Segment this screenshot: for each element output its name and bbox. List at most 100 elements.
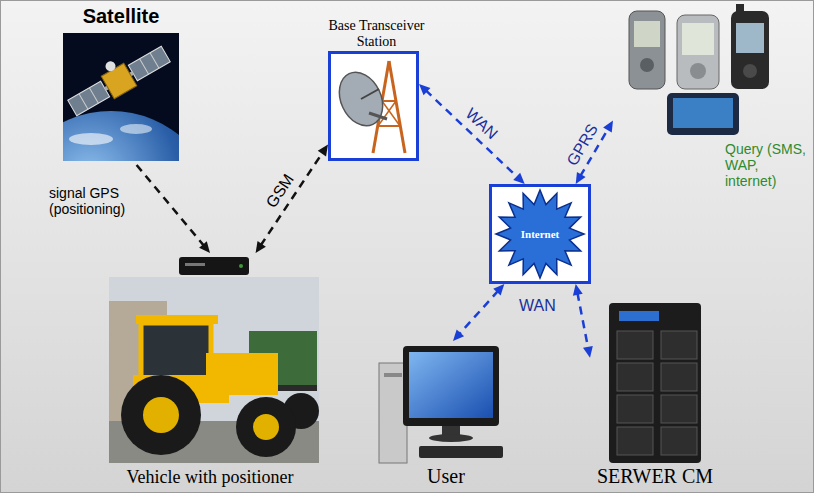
illustration-part bbox=[369, 113, 387, 119]
arrow-head bbox=[318, 145, 328, 157]
illustration-part bbox=[419, 446, 503, 458]
illustration-part bbox=[253, 414, 279, 440]
arrow-head bbox=[513, 173, 524, 184]
illustration-part bbox=[609, 303, 701, 463]
dashed-connector bbox=[137, 165, 205, 246]
illustration-part bbox=[63, 35, 172, 119]
illustration-part bbox=[736, 23, 764, 53]
illustration-part bbox=[661, 427, 697, 455]
illustration-part bbox=[731, 11, 769, 89]
node-text: User bbox=[376, 465, 516, 488]
illustration-part bbox=[382, 101, 400, 126]
illustration-part bbox=[179, 257, 249, 275]
illustration-part bbox=[69, 133, 113, 145]
illustration-part bbox=[661, 395, 697, 423]
node-text: Vehicle with positioner bbox=[96, 467, 324, 488]
illustration-part bbox=[120, 124, 152, 134]
query-devices-node: Query (SMS, WAP, internet) bbox=[613, 5, 809, 215]
vehicle-node: Vehicle with positioner bbox=[96, 253, 324, 490]
illustration-part bbox=[640, 58, 654, 72]
satellite-picture bbox=[63, 33, 179, 161]
illustration-part bbox=[331, 54, 416, 158]
illustration-part bbox=[79, 94, 88, 110]
user-node: User bbox=[376, 341, 516, 490]
illustration-part bbox=[143, 397, 179, 433]
connector-label: WAN bbox=[462, 105, 501, 143]
illustration-part bbox=[331, 65, 391, 133]
illustration-part bbox=[185, 263, 205, 266]
illustration-part bbox=[141, 323, 211, 381]
node-text: Query (SMS, WAP, internet) bbox=[725, 141, 807, 189]
gps-devices bbox=[629, 4, 769, 135]
illustration-part bbox=[617, 363, 653, 391]
illustration-part bbox=[634, 21, 660, 47]
illustration-part bbox=[63, 111, 179, 161]
illustration-part bbox=[682, 23, 714, 55]
illustration-part bbox=[619, 311, 659, 321]
dashed-connector bbox=[459, 291, 498, 335]
illustration-part bbox=[150, 53, 159, 69]
connector-label: GSM bbox=[263, 171, 298, 211]
network-label: WAN bbox=[519, 297, 556, 315]
illustration-part bbox=[384, 373, 402, 377]
arrow-head bbox=[583, 346, 593, 358]
illustration-part bbox=[617, 395, 653, 423]
illustration-part bbox=[89, 88, 98, 104]
illustration-part bbox=[382, 100, 396, 102]
transceiver-picture bbox=[331, 54, 416, 158]
illustration-part bbox=[667, 93, 739, 135]
illustration-part bbox=[379, 363, 407, 463]
illustration-part bbox=[629, 11, 665, 89]
illustration-part bbox=[236, 397, 296, 457]
tractor-photo bbox=[109, 277, 319, 463]
arrow-head bbox=[419, 84, 430, 95]
illustration-part bbox=[743, 64, 757, 78]
illustration-part bbox=[239, 264, 243, 268]
illustration-part bbox=[409, 352, 493, 418]
connector-label: signal GPS (positioning) bbox=[49, 185, 145, 217]
node-text: Base Transceiver Station bbox=[319, 18, 434, 50]
connector-label: GPRS bbox=[563, 121, 601, 169]
illustration-part bbox=[661, 363, 697, 391]
arrow-head bbox=[256, 241, 266, 253]
arrow-head bbox=[573, 284, 583, 296]
illustration-part bbox=[361, 89, 379, 99]
server-box bbox=[609, 303, 701, 463]
illustration-part bbox=[378, 125, 400, 127]
illustration-part bbox=[403, 346, 499, 426]
node-text: SERWER CM bbox=[590, 465, 720, 488]
arrow-head bbox=[603, 121, 613, 133]
illustration-part bbox=[140, 59, 149, 75]
node-text: Satellite bbox=[56, 5, 186, 28]
internet-box: Internet bbox=[489, 184, 591, 284]
satellite-node: Satellite bbox=[56, 5, 186, 165]
illustration-part bbox=[128, 46, 170, 81]
illustration-part bbox=[68, 81, 110, 116]
illustration-part bbox=[492, 187, 588, 281]
illustration-part bbox=[617, 427, 653, 455]
arrow-head bbox=[199, 241, 210, 253]
illustration-part bbox=[121, 375, 201, 455]
positioner-device bbox=[179, 257, 249, 275]
dashed-connector bbox=[577, 293, 588, 349]
user-computer bbox=[379, 346, 503, 463]
node-text: Internet bbox=[492, 228, 588, 240]
arrow-head bbox=[576, 172, 586, 184]
illustration-part bbox=[661, 331, 697, 359]
transceiver-box: Base Transceiver Station bbox=[328, 51, 419, 161]
illustration-part bbox=[673, 98, 733, 128]
illustration-part bbox=[677, 15, 719, 89]
illustration-part bbox=[690, 63, 706, 79]
illustration-part bbox=[429, 434, 473, 442]
illustration-part bbox=[617, 331, 653, 359]
dashed-connector bbox=[426, 90, 519, 178]
server-node: SERWER CM bbox=[590, 301, 720, 490]
internet-burst bbox=[492, 187, 588, 281]
arrow-head bbox=[493, 284, 504, 296]
illustration-part bbox=[104, 59, 118, 73]
